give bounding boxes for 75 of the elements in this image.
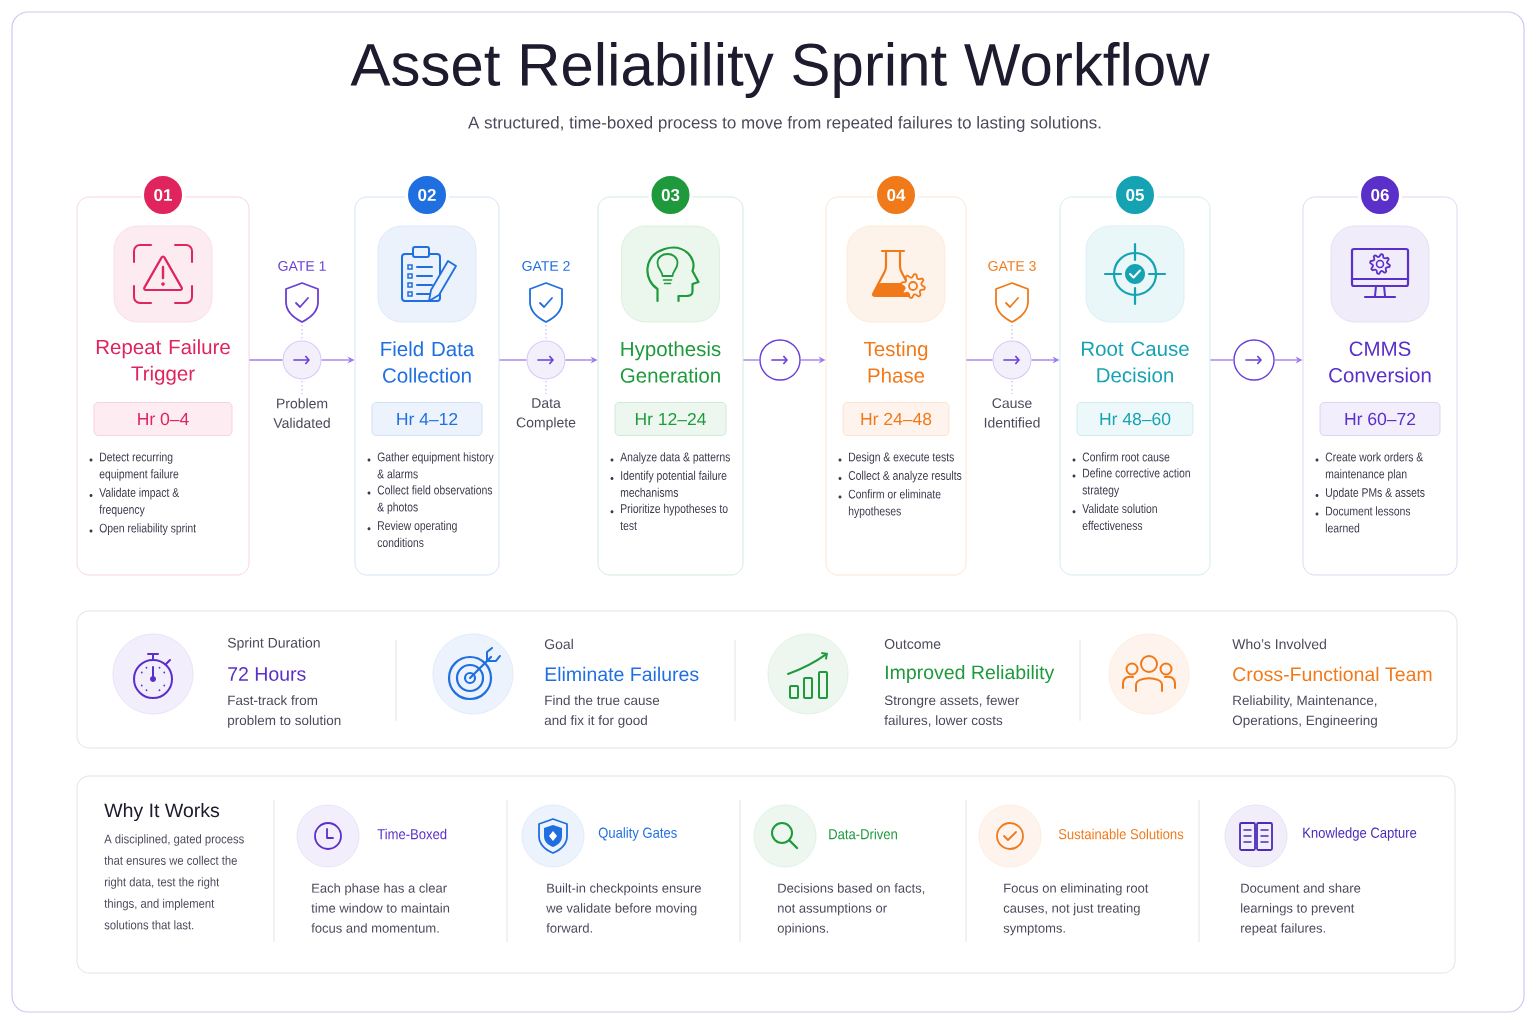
time-range-tag: Hr 4–12 — [371, 402, 483, 436]
reason-text: Built-in checkpoints ensure we validate before moving forward. — [546, 883, 701, 933]
bullet-text: Update PMs & assets — [1326, 487, 1425, 500]
step-number-badge: 02 — [405, 173, 449, 217]
time-range-tag: Hr 24–48 — [842, 402, 950, 436]
reason-text: Each phase has a clear time window to maintain focus and momentum. — [311, 883, 450, 933]
phase-title: Repeat Failure Trigger — [96, 339, 230, 385]
connector — [742, 359, 760, 361]
stat-description: Find the true cause and fix it for good — [544, 695, 660, 728]
reason-text: Decisions based on facts, not assumptions or opinions. — [777, 883, 925, 936]
connector — [965, 359, 994, 361]
reasons-panel — [76, 775, 1456, 974]
stat-value: Cross-Functional Team — [1233, 666, 1432, 682]
phase-title: Testing Phase — [864, 341, 928, 383]
bullet-text: Gather equipment history & alarms — [377, 452, 494, 479]
phase-title: Field Data Collection — [381, 341, 475, 383]
step-number-badge: 01 — [141, 173, 185, 217]
bullet-text: Analyze data & patterns — [620, 452, 730, 464]
bullet-text: Confirm root cause — [1082, 452, 1170, 462]
stat-description: Strongre assets, fewer failures, lower costs — [884, 695, 1019, 727]
gate-label: GATE 2 — [522, 261, 570, 271]
panel-heading: Why It Works — [104, 802, 220, 822]
stat-label: Goal — [544, 638, 573, 650]
bullet-text: Identify potential failure mechanisms — [620, 470, 727, 497]
phase-title: Root Cause Decision — [1082, 341, 1189, 383]
bullet-text: Review operating conditions — [377, 520, 457, 547]
stat-description: Fast-track from problem to solution — [228, 695, 341, 728]
time-range-tag: Hr 12–24 — [614, 402, 727, 436]
phase-title: Hypothesis Generation — [620, 341, 721, 383]
stat-value: Improved Reliability — [886, 664, 1055, 684]
bullet-text: Create work orders & maintenance plan — [1325, 452, 1424, 481]
connector — [498, 359, 528, 361]
step-number-badge: 04 — [874, 173, 918, 217]
bullet-text: Validate impact & frequency — [99, 487, 179, 517]
connector — [1209, 359, 1234, 361]
bullet-text: Detect recurring equipment failure — [99, 452, 179, 481]
bullet-text: Collect field observations & photos — [377, 485, 493, 514]
reason-text: Document and share learnings to prevent repeat failures. — [1241, 883, 1361, 936]
gate-caption: Data Complete — [516, 398, 576, 431]
connector — [248, 359, 284, 361]
bullet-text: Collect & analyze results — [848, 470, 962, 483]
reason-text: Focus on eliminating root causes, not just treating symptoms. — [1003, 883, 1149, 936]
step-number-badge: 05 — [1113, 173, 1157, 217]
page-title: Asset Reliability Sprint Workflow — [350, 42, 1210, 98]
step-number-badge: 06 — [1358, 173, 1402, 217]
stat-description: Reliability, Maintenance, Operations, Engineering — [1232, 695, 1377, 728]
subtitle: A structured, time-boxed process to move from repeated failures to lasting solutions. — [468, 116, 1101, 132]
gate-label: GATE 1 — [278, 261, 326, 271]
stat-label: Sprint Duration — [227, 637, 320, 651]
reason-title: Knowledge Capture — [1303, 827, 1417, 841]
bullet-text: Document lessons learned — [1325, 506, 1411, 533]
reason-title: Time-Boxed — [377, 828, 447, 840]
time-range-tag: Hr 48–60 — [1076, 402, 1194, 436]
reason-title: Data-Driven — [829, 828, 897, 840]
phase-title: CMMS Conversion — [1329, 341, 1431, 383]
reason-title: Quality Gates — [598, 827, 677, 841]
bullet-text: Open reliability sprint — [99, 523, 196, 535]
bullet-text: Define corrective action strategy — [1082, 468, 1190, 497]
gate-caption: Problem Validated — [273, 398, 330, 428]
stat-value: Eliminate Failures — [545, 666, 699, 682]
panel-paragraph: A disciplined, gated process that ensures we collect the right data, test the right things, and implement solutions that last. — [104, 834, 244, 930]
stat-value: 72 Hours — [228, 667, 306, 681]
stat-label: Outcome — [884, 639, 941, 649]
time-range-tag: Hr 60–72 — [1319, 402, 1441, 436]
bullet-text: Confirm or eliminate hypotheses — [848, 489, 941, 518]
summary-panel — [76, 610, 1458, 749]
bullet-text: Prioritize hypotheses to test — [620, 503, 728, 530]
time-range-tag: Hr 0–4 — [93, 402, 233, 436]
step-number-badge: 03 — [648, 173, 693, 217]
gate-caption: Cause Identified — [984, 398, 1040, 428]
stat-label: Who’s Involved — [1232, 638, 1326, 650]
bullet-text: Design & execute tests — [849, 452, 954, 464]
gate-label: GATE 3 — [988, 261, 1036, 271]
reason-title: Sustainable Solutions — [1058, 828, 1184, 840]
bullet-text: Validate solution effectiveness — [1082, 503, 1157, 530]
